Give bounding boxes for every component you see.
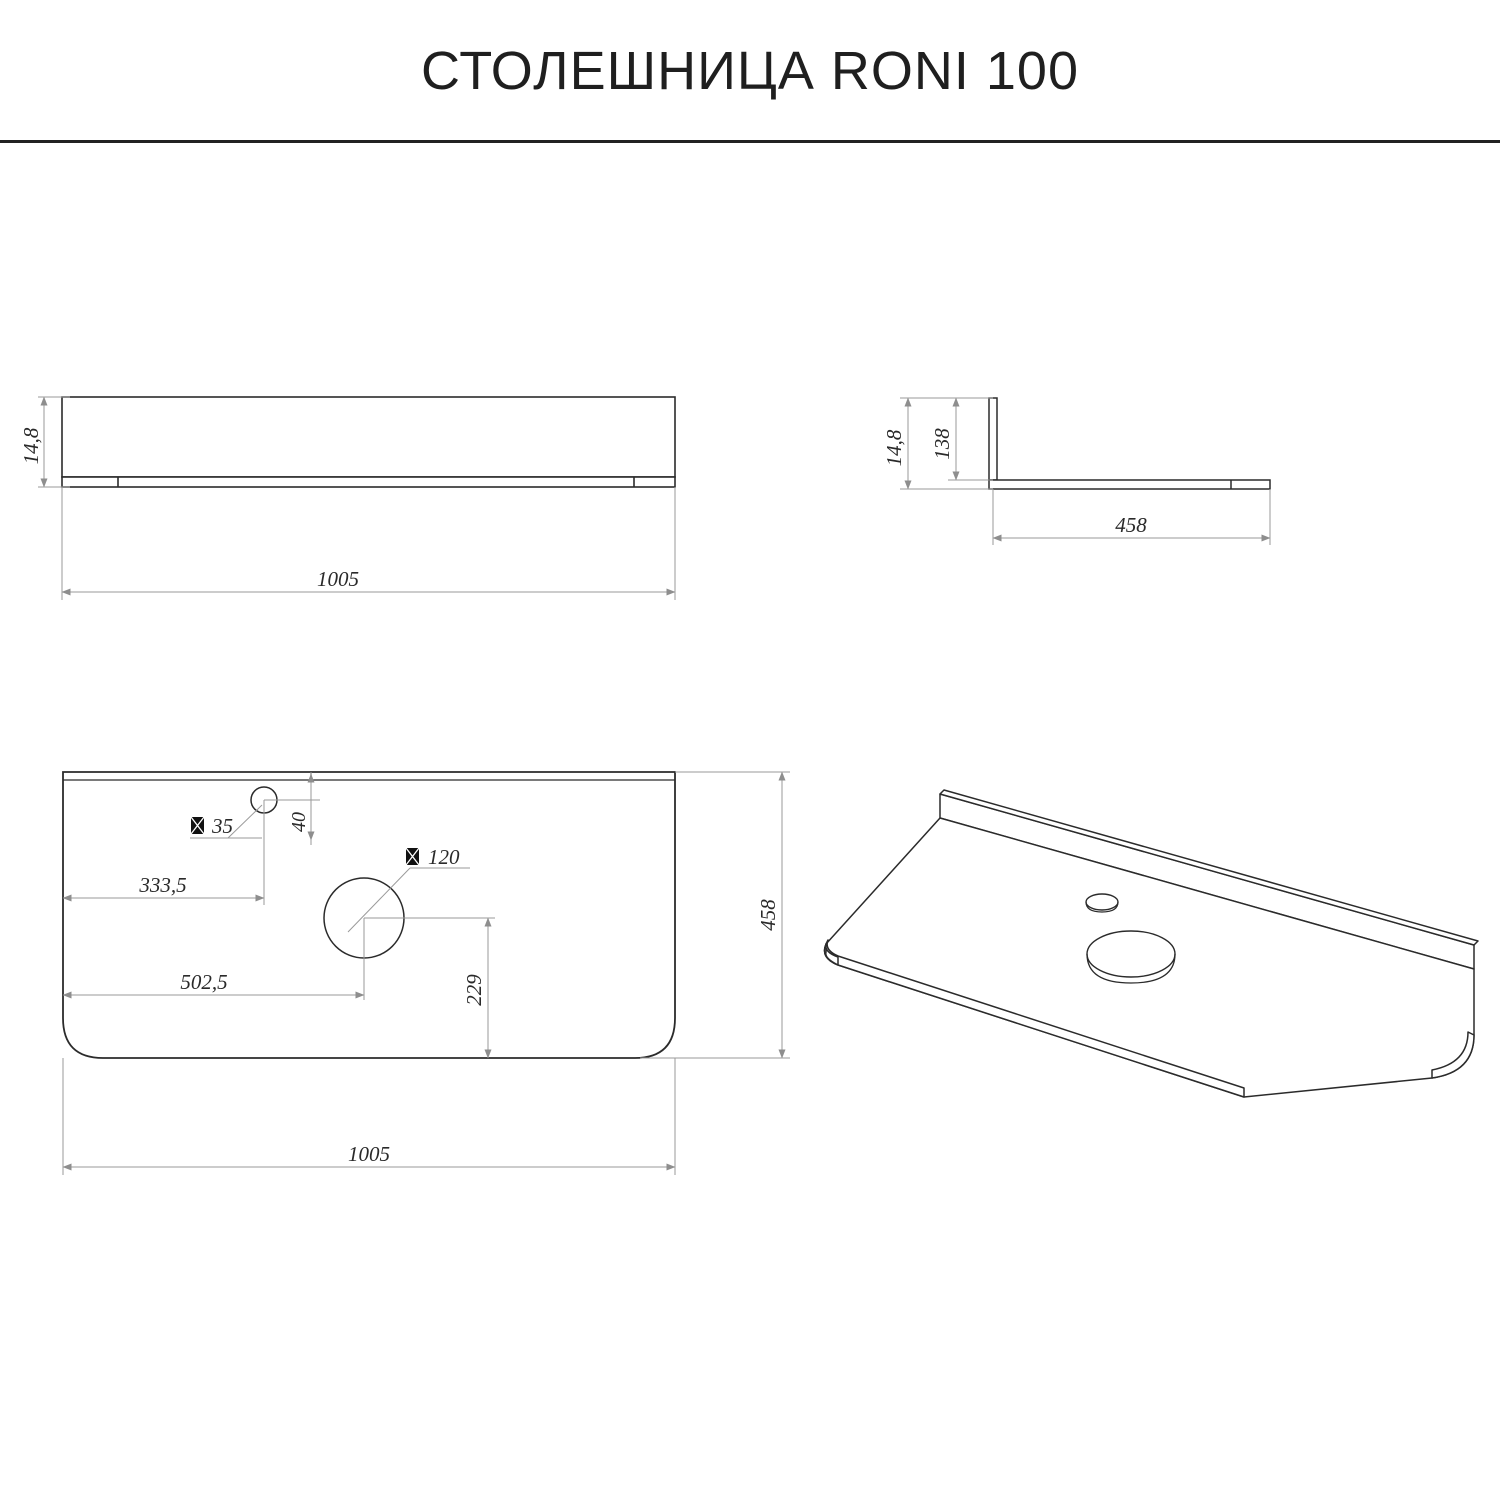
top-hole-small-label: 35: [211, 814, 233, 838]
top-229-label: 229: [462, 974, 486, 1006]
diameter-symbol-cross-small: [190, 816, 205, 835]
iso-backsplash-top-edge: [939, 789, 1479, 946]
front-height-label: 14,8: [19, 427, 43, 464]
isometric-view: [823, 789, 1479, 1098]
side-slab-outline: [988, 479, 1271, 490]
iso-hole-small-depth: [1085, 901, 1119, 913]
front-slab-band: [61, 476, 676, 488]
iso-hole-small: [1085, 893, 1119, 911]
iso-deck-front-edge: [823, 939, 1245, 1098]
top-502-label: 502,5: [180, 970, 227, 994]
top-458-label: 458: [756, 899, 780, 931]
side-total-height-label: 14,8: [882, 429, 906, 466]
side-depth-label: 458: [1115, 513, 1147, 537]
top-hole-large-label: 120: [428, 845, 460, 869]
iso-hole-large-depth: [1086, 953, 1176, 984]
iso-deck-left-edge-tick: [825, 943, 839, 966]
top-hole-small-leader: [227, 804, 263, 839]
top-40-label: 40: [288, 812, 310, 832]
header-divider: [0, 140, 1500, 143]
iso-deck-right-edge: [1431, 1031, 1475, 1079]
top-plan-view: 35 120 40 333,5 502,5 229: [62, 771, 790, 1175]
front-width-label: 1005: [317, 567, 359, 591]
front-body-outline: [61, 396, 676, 478]
iso-hole-large: [1086, 930, 1176, 978]
page-title: СТОЛЕШНИЦА RONI 100: [421, 41, 1079, 101]
side-backsplash-outline: [988, 397, 998, 481]
top-hole-large-leader: [347, 867, 411, 933]
top-1005-label: 1005: [348, 1142, 390, 1166]
top-333-label: 333,5: [138, 873, 186, 897]
front-elevation-view: 14,8 1005: [19, 396, 676, 600]
side-backsplash-label: 138: [930, 428, 954, 460]
side-elevation-view: 14,8 138 458: [882, 397, 1271, 545]
diameter-symbol-cross-large: [405, 847, 420, 866]
